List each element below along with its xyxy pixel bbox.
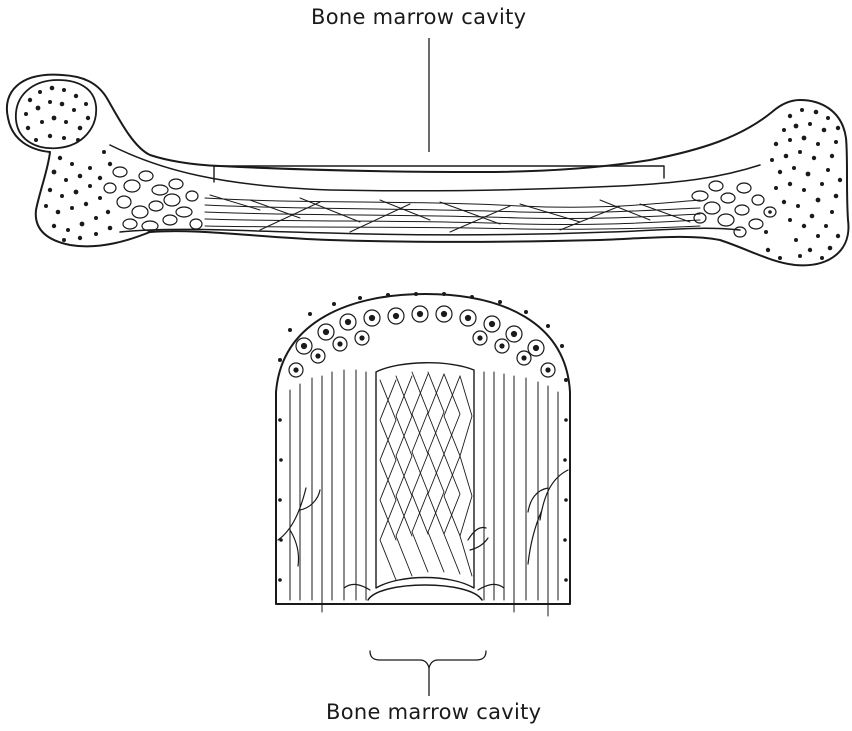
- stippling-right-end: [764, 108, 842, 260]
- spongy-bone-left: [104, 167, 202, 231]
- bottom-callout-label: Bone marrow cavity: [326, 700, 541, 724]
- bottom-marrow-bracket: [370, 651, 486, 668]
- inner-cortex-upper: [110, 145, 760, 191]
- cavity-opening: [368, 585, 482, 600]
- osteon-ring: [289, 306, 555, 377]
- stippling-left-head: [24, 86, 112, 242]
- top-callout-label: Bone marrow cavity: [311, 5, 526, 29]
- shaft-fibers: [205, 195, 700, 232]
- long-bone-outline: [7, 75, 849, 266]
- long-bone-illustration: [7, 75, 849, 266]
- bone-cross-section-illustration: [276, 292, 570, 668]
- cross-section-cavity: [376, 363, 474, 588]
- lamellae-left: [290, 370, 366, 612]
- cavity-fiber-lattice: [380, 372, 472, 580]
